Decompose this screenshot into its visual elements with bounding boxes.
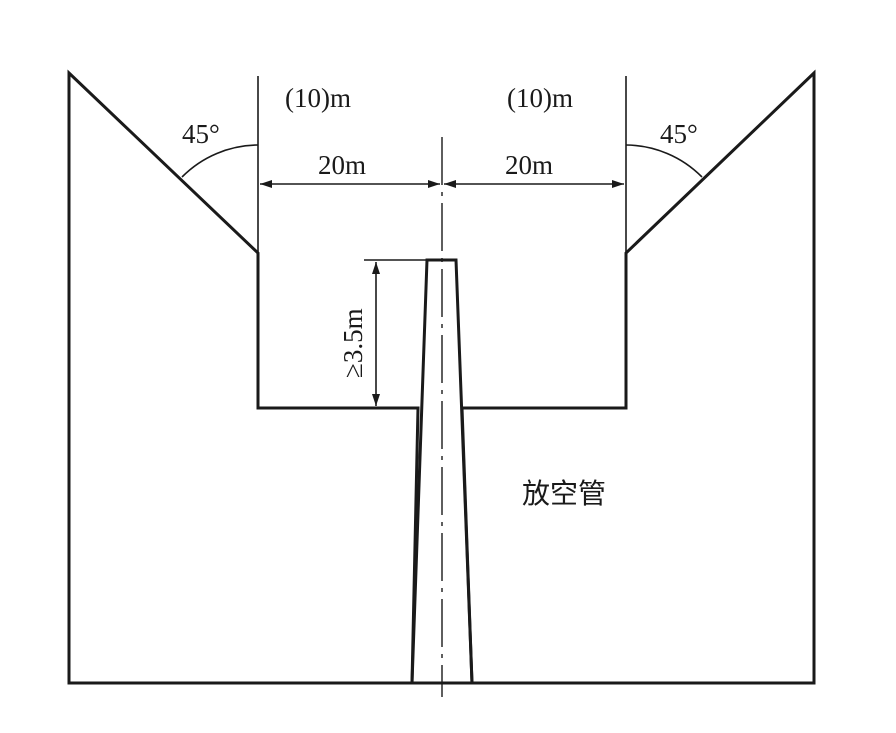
left-angle-label: 45°	[182, 119, 220, 149]
right-clearance-label: (10)m	[507, 83, 573, 113]
pipe-name-label: 放空管	[522, 477, 606, 510]
left-clearance-label: (10)m	[285, 83, 351, 113]
left-distance-label: 20m	[318, 150, 366, 180]
height-label: ≥3.5m	[338, 308, 368, 378]
right-distance-label: 20m	[505, 150, 553, 180]
left-angle-arc	[181, 144, 259, 178]
vent-pipe	[410, 258, 474, 685]
right-angle-label: 45°	[660, 119, 698, 149]
right-angle-arc	[625, 144, 703, 178]
